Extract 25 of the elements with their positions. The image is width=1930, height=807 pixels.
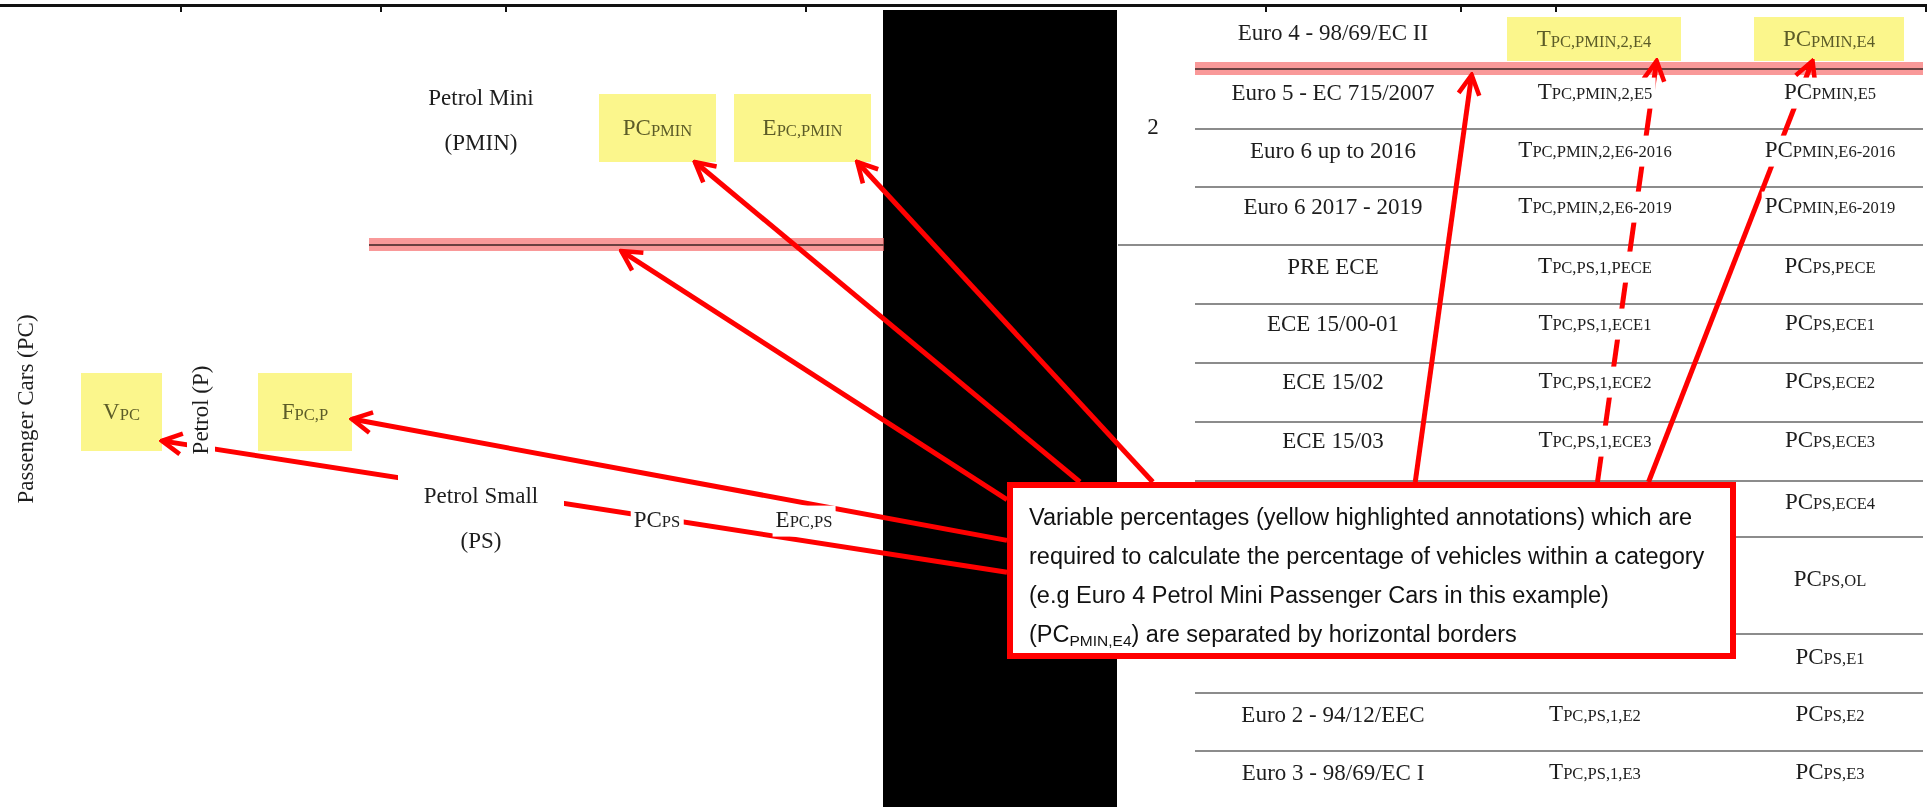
arrow <box>1412 72 1482 483</box>
highlight-box <box>81 373 162 451</box>
variable-label: E$_{PC,PS}$ <box>772 505 836 537</box>
highlight-box <box>599 94 716 162</box>
variable-name: PC$_{PMIN,E4}$ <box>1782 26 1875 52</box>
highlighted-border <box>1195 62 1923 75</box>
highlighted-border <box>369 238 884 251</box>
arrow <box>855 159 1155 484</box>
highlight-box <box>1507 17 1681 61</box>
callout-text: Variable percentages (yellow highlighted annotations) which are required to calculate the percentage of vehicles within a category (e.g Euro 4 Petrol Mini Passenger Cars in this example) (PC$_{PMIN,E4}$) are separated by horizontal borders <box>1029 503 1706 651</box>
table-entry: T$_{PC,PMIN,2,E6-2016}$ <box>1515 135 1675 167</box>
arrow <box>692 159 1082 484</box>
callout-box <box>1007 482 1736 659</box>
variable-name: F$_{PC,P}$ <box>281 399 329 425</box>
highlight-box <box>1754 17 1904 61</box>
arrow <box>619 248 1009 502</box>
arrow <box>349 410 1008 543</box>
table-entry: T$_{PC,PMIN,2,E6-2019}$ <box>1515 191 1675 223</box>
highlight-box <box>734 94 871 162</box>
variable-name: E$_{PC,PMIN}$ <box>762 115 843 141</box>
variable-name: T$_{PC,PMIN,2,E4}$ <box>1536 26 1652 52</box>
table-entry: PC$_{PMIN,E5}$ <box>1781 77 1879 109</box>
variable-name: PC$_{PMIN}$ <box>622 115 693 141</box>
highlight-box <box>258 373 352 451</box>
variable-name: V$_{PC}$ <box>103 399 140 425</box>
